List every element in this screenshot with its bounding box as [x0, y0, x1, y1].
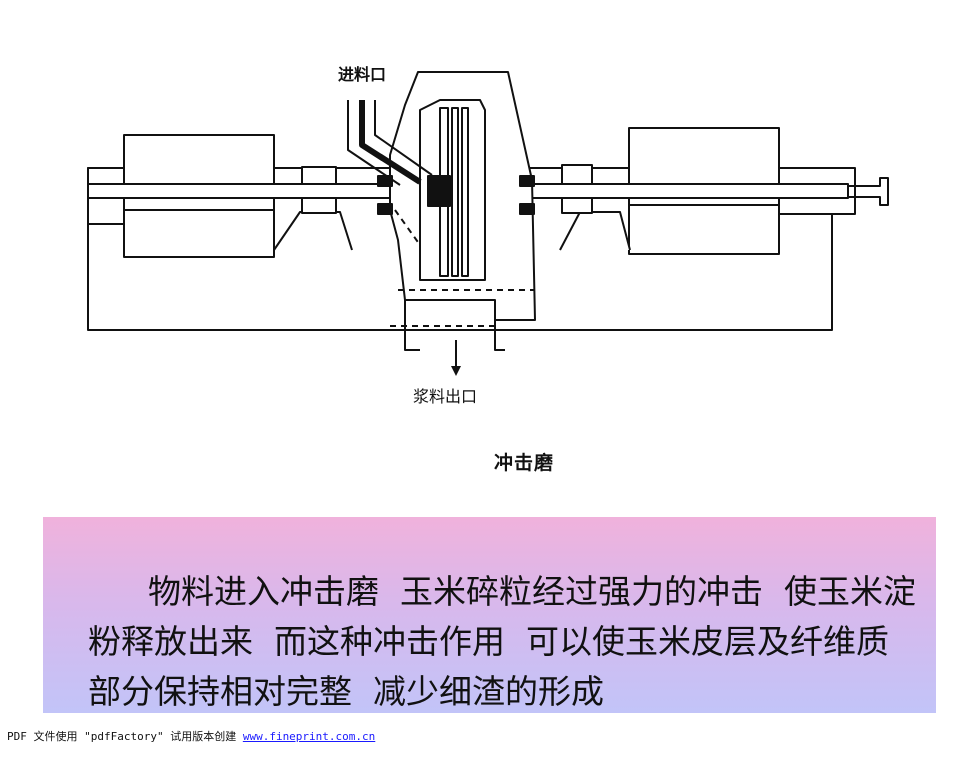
- right-support: [559, 211, 631, 251]
- diagram-caption: 冲击磨: [494, 452, 555, 474]
- rotor-hub: [427, 175, 451, 207]
- outlet-arrow-head: [451, 366, 461, 376]
- shaft-end: [848, 177, 889, 206]
- description-panel: 物料进入冲击磨 玉米碎粒经过强力的冲击 使玉米淀粉释放出来 而这种冲击作用 可以…: [43, 517, 936, 713]
- outlet-left-wall: [404, 300, 420, 351]
- outlet-right-wall: [494, 320, 505, 351]
- inlet-chute: [347, 100, 433, 186]
- bearing-block-1: [377, 175, 393, 187]
- screen-dashed: [390, 209, 535, 327]
- bearing-block-2: [377, 203, 393, 215]
- impact-mill-diagram: 进料口 浆料出口: [87, 65, 889, 406]
- footer-link[interactable]: www.fineprint.com.cn: [242, 730, 376, 743]
- bearing-block-3: [519, 175, 535, 187]
- pdf-footer: PDF 文件使用 "pdfFactory" 试用版本创建 www.finepri…: [7, 728, 375, 744]
- outlet-label: 浆料出口: [413, 387, 477, 406]
- inlet-label: 进料口: [338, 65, 386, 84]
- description-text: 物料进入冲击磨 玉米碎粒经过强力的冲击 使玉米淀粉释放出来 而这种冲击作用 可以…: [88, 572, 916, 711]
- left-support: [273, 211, 353, 251]
- footer-prefix: PDF 文件使用 "pdfFactory" 试用版本创建: [7, 730, 243, 743]
- bearing-block-4: [519, 203, 535, 215]
